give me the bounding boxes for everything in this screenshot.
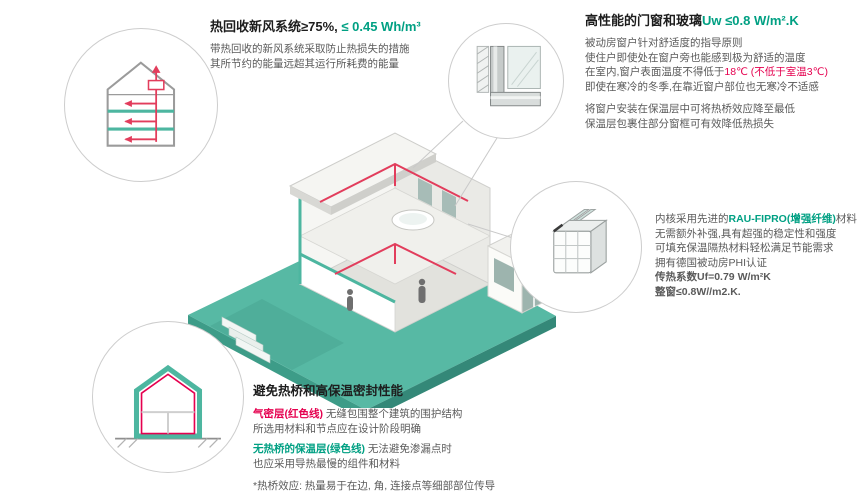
profile-body <box>552 219 609 275</box>
garden-steps <box>221 316 271 364</box>
bathtub <box>391 209 435 231</box>
profile-uf-value: 传热系数Uf=0.79 W/m²K <box>655 271 771 283</box>
glass-pane <box>507 46 541 90</box>
airflow-arrowheads <box>124 65 161 143</box>
profile-material-name: RAU-FIPRO(增强纤维) <box>728 213 836 225</box>
profile-line-1-post: 材料 <box>835 213 857 225</box>
frame-horizontal <box>490 92 541 107</box>
heat-recovery-title-value: ≤ 0.45 Wh/m³ <box>337 19 421 34</box>
heat-recovery-title: 热回收新风系统≥75%, ≤ 0.45 Wh/m³ <box>210 18 500 35</box>
window-corner-callout <box>448 23 564 139</box>
windows-line-6: 保温层包裹住部分窗框可有效降低热损失 <box>585 117 774 130</box>
window-corner-icon <box>476 46 541 107</box>
windows-text-block: 高性能的门窗和玻璃Uw ≤0.8 W/m².K 被动房窗户针对舒适度的指导原则 … <box>585 12 861 131</box>
thermal-line-4: 也应采用导热最慢的组件和材料 <box>253 457 400 470</box>
windows-line-1: 被动房窗户针对舒适度的指导原则 <box>585 37 743 49</box>
profile-text-block: 内核采用先进的RAU-FIPRO(增强纤维)材料 无需额外补强,具有超强的稳定性… <box>655 212 863 299</box>
insulated-house-section-icon <box>115 364 221 448</box>
thermal-line-3-rest: 无法避免渗漏点时 <box>365 443 452 455</box>
glazing-unit <box>568 209 598 222</box>
heat-recovery-section-icon <box>106 61 176 147</box>
window-front <box>494 258 514 292</box>
profile-line-3: 可填充保温隔热材料轻松满足节能需求 <box>655 242 834 254</box>
thermal-title: 避免热桥和高保温密封性能 <box>253 384 404 398</box>
profile-line-1-pre: 内核采用先进的 <box>655 213 729 225</box>
floor-slabs <box>107 109 175 131</box>
ground-hatch <box>115 437 221 448</box>
airtight-layer-line <box>140 373 196 435</box>
ventilation-ducts <box>319 162 469 275</box>
thermal-line-2: 所选用材料和节点应在设计阶段明确 <box>253 422 421 435</box>
window-profile-icon <box>552 209 609 275</box>
window-back-2 <box>442 190 456 218</box>
windows-title-text: 高性能的门窗和玻璃 <box>585 13 703 28</box>
insulation-layer-label: 无热桥的保温层(绿色线) <box>253 443 365 455</box>
windows-title-value: Uw ≤0.8 W/m².K <box>702 13 799 28</box>
windows-line-3-text: 在室内,窗户表面温度不得低于 <box>585 66 725 78</box>
window-profile-callout <box>510 181 642 313</box>
heat-recovery-callout <box>64 28 218 182</box>
person-figures <box>347 278 426 311</box>
heat-recovery-line-1: 带热回收的新风系统采取防止热损失的措施 <box>210 43 410 55</box>
gasket <box>553 224 564 233</box>
heat-recovery-unit <box>147 79 165 91</box>
thermal-text-block: 避免热桥和高保温密封性能 气密层(红色线) 无缝包围整个建筑的围护结构 所选用材… <box>253 383 573 492</box>
spacer <box>585 94 861 102</box>
thermal-line-1: 气密层(红色线) 无缝包围整个建筑的围护结构 <box>253 407 573 422</box>
profile-uw-value: 整窗≤0.8W//m2.K. <box>655 285 741 298</box>
thermal-footnote: *热桥效应: 热量易于在边, 角, 连接点等细部部位传导 <box>253 480 496 492</box>
airtight-layer-label: 气密层(红色线) <box>253 408 323 420</box>
profile-line-2: 无需额外补强,具有超强的稳定性和强度 <box>655 227 837 240</box>
windows-line-4: 即使在寒冷的冬季,在靠近窗户部位也无寒冷不适感 <box>585 80 819 93</box>
thermal-bridge-callout <box>92 321 244 473</box>
profile-line-4: 拥有德国被动房PHI认证 <box>655 256 768 269</box>
heat-recovery-line-2: 其所节约的能量远超其运行所耗费的能量 <box>210 57 399 70</box>
thermal-line-1-rest: 无缝包围整个建筑的围护结构 <box>323 408 463 420</box>
wall-hatch <box>476 46 490 93</box>
heat-recovery-text-block: 热回收新风系统≥75%, ≤ 0.45 Wh/m³ 带热回收的新风系统采取防止热… <box>210 18 500 71</box>
window-back-1 <box>418 178 432 206</box>
profile-line-1: 内核采用先进的RAU-FIPRO(增强纤维)材料 <box>655 212 863 227</box>
windows-line-3-highlight: 18℃ (不低于室温3℃) <box>724 66 828 78</box>
windows-line-5: 将窗户安装在保温层中可将热桥效应降至最低 <box>585 103 795 115</box>
windows-line-2: 使住户即使处在窗户旁也能感到极为舒适的温度 <box>585 51 806 64</box>
windows-line-3: 在室内,窗户表面温度不得低于18℃ (不低于室温3℃) <box>585 65 861 80</box>
heat-recovery-title-text: 热回收新风系统≥75%, <box>210 19 338 34</box>
thermal-line-3: 无热桥的保温层(绿色线) 无法避免渗漏点时 <box>253 442 573 457</box>
windows-title: 高性能的门窗和玻璃Uw ≤0.8 W/m².K <box>585 12 861 29</box>
interior-lines <box>141 411 195 434</box>
